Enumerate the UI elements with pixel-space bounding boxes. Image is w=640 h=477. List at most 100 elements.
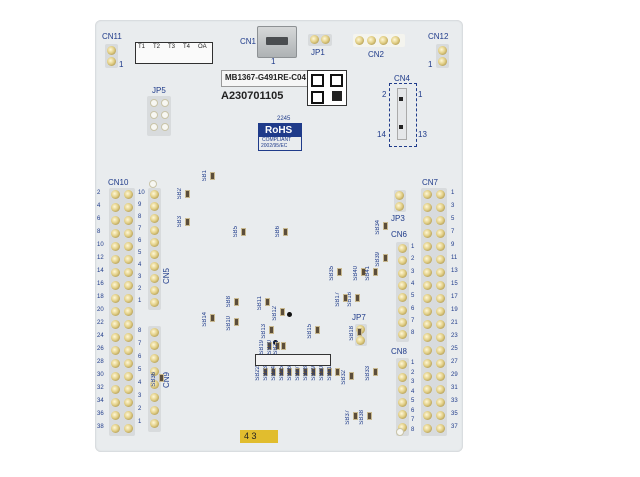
header-pin bbox=[111, 359, 120, 368]
solder-bridge-label: SB37 bbox=[345, 410, 351, 425]
header-pin bbox=[124, 190, 133, 199]
solder-pad bbox=[383, 254, 388, 262]
cn1-label: CN1 bbox=[240, 37, 257, 46]
header-pin bbox=[124, 281, 133, 290]
pin-number: 34 bbox=[97, 398, 104, 404]
header-pin bbox=[150, 274, 159, 283]
solder-bridge-label: SB26 bbox=[287, 366, 293, 381]
pin-number: 2 bbox=[411, 369, 415, 376]
cn4-outline bbox=[389, 83, 417, 147]
header-pin bbox=[436, 229, 445, 238]
solder-bridge-label: SB10 bbox=[226, 316, 232, 331]
pin-number: 1 bbox=[411, 244, 415, 250]
cn4-connector bbox=[397, 88, 407, 140]
solder-bridge-label: SB22 bbox=[255, 366, 261, 381]
pin-number: 27 bbox=[451, 359, 458, 365]
header-pin bbox=[436, 190, 445, 199]
pin-number: 9 bbox=[451, 242, 455, 248]
header-pin bbox=[423, 372, 432, 381]
header-pin bbox=[423, 216, 432, 225]
solder-pad bbox=[263, 368, 268, 376]
solder-bridge-label: SB11 bbox=[257, 296, 263, 311]
header-pin bbox=[436, 281, 445, 290]
header-pin bbox=[124, 359, 133, 368]
batch-code: 2245 bbox=[277, 116, 291, 122]
header-pin bbox=[150, 328, 159, 337]
jp5-label: JP5 bbox=[152, 86, 166, 95]
solder-pad bbox=[241, 228, 246, 236]
pin-number: 13 bbox=[451, 268, 458, 274]
cn7-label: CN7 bbox=[422, 178, 439, 187]
pin-number: 5 bbox=[411, 398, 415, 404]
solder-pad bbox=[287, 368, 292, 376]
solder-pad bbox=[271, 368, 276, 376]
pin-number: 6 bbox=[138, 238, 142, 244]
header-pin bbox=[124, 294, 133, 303]
solder-pad bbox=[361, 268, 366, 276]
solder-pad bbox=[355, 294, 360, 302]
header-pin bbox=[124, 424, 133, 433]
solder-pad bbox=[280, 308, 285, 316]
header-pin bbox=[398, 256, 407, 266]
solder-bridge-label: SB3 bbox=[177, 216, 183, 228]
header-pin bbox=[398, 397, 407, 407]
pin-number: 2 bbox=[411, 256, 415, 263]
header-pin bbox=[150, 406, 159, 415]
solder-bridge-label: SB1 bbox=[202, 170, 208, 182]
pin-number: 3 bbox=[451, 203, 455, 209]
pin-number: 17 bbox=[451, 294, 458, 300]
cn6-label: CN6 bbox=[391, 230, 408, 239]
solder-pad bbox=[367, 412, 372, 420]
mounting-hole bbox=[396, 428, 404, 436]
header-pin bbox=[150, 298, 159, 307]
cn2-header bbox=[353, 34, 405, 47]
header-pin bbox=[150, 202, 159, 211]
solder-pad bbox=[279, 368, 284, 376]
solder-bridge-label: SB18 bbox=[349, 326, 355, 341]
header-pin bbox=[398, 385, 407, 394]
header-pin bbox=[423, 424, 432, 433]
pin-number: 36 bbox=[97, 411, 104, 417]
solder-bridge-label: SB19 bbox=[259, 340, 265, 355]
pin-number: 4 bbox=[138, 380, 142, 386]
pin-number: 1 bbox=[451, 190, 455, 196]
solder-bridge-label: SB2 bbox=[177, 188, 183, 200]
header-pin bbox=[423, 333, 432, 342]
header-pin bbox=[423, 346, 432, 355]
pcb-board: CN11 1 T1 T2 T3 T4 OA JP5 CN1 1 JP1 C bbox=[95, 20, 463, 452]
solder-bridge-label: SB15 bbox=[307, 324, 313, 339]
header-pin bbox=[111, 372, 120, 381]
pin-number: 6 bbox=[97, 216, 101, 222]
solder-bridge-label: SB28 bbox=[303, 366, 309, 381]
pin-number: 8 bbox=[138, 214, 142, 220]
pin-number: 7 bbox=[451, 229, 455, 235]
pin-number: 8 bbox=[411, 426, 415, 433]
test-point-box: T1 T2 T3 T4 OA bbox=[135, 42, 213, 64]
header-pin bbox=[398, 372, 407, 382]
pin-number: 28 bbox=[97, 359, 104, 365]
header-pin bbox=[111, 424, 120, 433]
header-pin bbox=[436, 346, 445, 355]
rohs-logo: RoHS COMPLIANT 2002/95/EC bbox=[258, 123, 302, 151]
solder-bridge-label: SB31 bbox=[327, 366, 333, 381]
pin-number: 1 bbox=[138, 419, 142, 425]
edge-tab: 4 3 bbox=[240, 430, 278, 443]
header-pin bbox=[150, 286, 159, 295]
header-pin bbox=[150, 341, 159, 350]
cn5-header bbox=[148, 188, 161, 310]
solder-pad bbox=[343, 294, 348, 302]
pin-number: 18 bbox=[97, 294, 104, 300]
header-pin bbox=[124, 346, 133, 355]
header-pin bbox=[150, 190, 159, 199]
header-pin bbox=[124, 398, 133, 407]
solder-bridge-label: SB27 bbox=[295, 366, 301, 381]
pin-number: 9 bbox=[138, 202, 142, 208]
header-pin bbox=[124, 242, 133, 251]
pin-number: 22 bbox=[97, 320, 104, 326]
solder-pad bbox=[275, 342, 280, 350]
pin-number: 7 bbox=[411, 417, 415, 423]
header-pin bbox=[398, 317, 407, 327]
cn6-header bbox=[396, 242, 409, 342]
pin-number: 10 bbox=[97, 242, 104, 248]
solder-bridge-label: SB6 bbox=[275, 226, 281, 238]
